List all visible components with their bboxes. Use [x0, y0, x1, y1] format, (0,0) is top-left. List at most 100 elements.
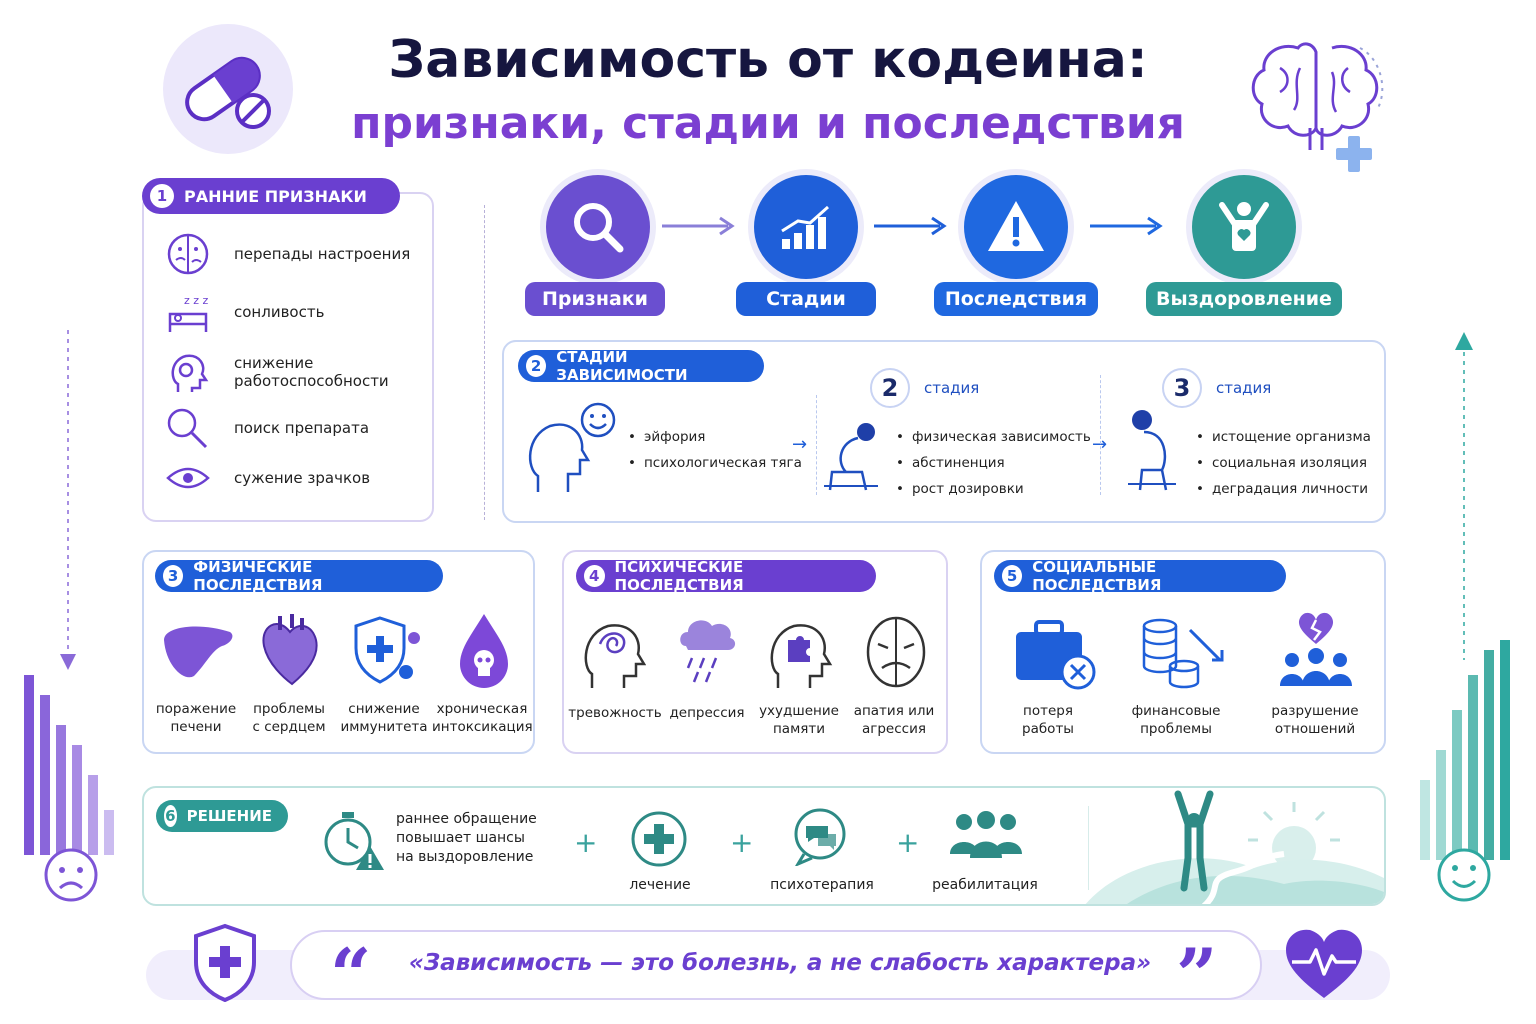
caption-line: снижение: [348, 701, 420, 717]
caption-line: интоксикация: [432, 719, 533, 735]
rain-cloud-icon: [680, 620, 736, 683]
divider: [484, 205, 485, 520]
toxic-drop-icon: [460, 614, 508, 688]
arrow-right-icon: [662, 216, 735, 236]
text-line: повышает шансы: [396, 830, 525, 846]
arrow-right-icon: [874, 216, 947, 236]
shield-cross-icon: [194, 923, 256, 1002]
sleep-bed-icon: z z z: [168, 294, 209, 332]
stage-bullet: физическая зависимость: [896, 424, 1091, 450]
flow-step-label: Последствия: [934, 282, 1098, 316]
caption-line: памяти: [772, 721, 826, 737]
heart-organ-icon: [262, 614, 318, 686]
social-tag: 5 СОЦИАЛЬНЫЕ ПОСЛЕДСТВИЯ: [994, 558, 1286, 594]
mental-caption: апатия или агрессия: [846, 702, 942, 738]
caption-line: агрессия: [862, 721, 926, 737]
pill-icon: [185, 56, 271, 129]
caption-line: апатия или: [853, 703, 935, 719]
early-sign-item: сужение зрачков: [164, 458, 434, 498]
close-quote-mark: ”: [1176, 932, 1218, 1017]
text-line: на выздоровление: [396, 849, 534, 865]
caption-line: с сердцем: [252, 719, 326, 735]
brain-icon: [1251, 42, 1384, 172]
solution-tag: 6 РЕШЕНИЕ: [156, 800, 288, 832]
stage-3-header: 3 стадия: [1162, 368, 1271, 408]
early-sign-label: сужение зрачков: [234, 469, 371, 487]
caption-line: печени: [170, 719, 222, 735]
stage3-bullets: истощение организма социальная изоляция …: [1196, 424, 1371, 502]
section-number: 6: [164, 805, 177, 827]
solution-item-label: лечение: [629, 877, 691, 893]
caption-line: проблемы: [1140, 721, 1212, 737]
caption-line: хроническая: [436, 701, 528, 717]
open-quote-mark: “: [330, 932, 372, 1017]
early-sign-label: перепады настроения: [234, 245, 411, 263]
physical-tag: 3 ФИЗИЧЕСКИЕ ПОСЛЕДСТВИЯ: [155, 558, 443, 594]
page-title: Зависимость от кодеина:: [388, 30, 1148, 90]
stage2-bullets: физическая зависимость абстиненция рост …: [896, 424, 1091, 502]
quote-text: «Зависимость — это болезнь, а не слабост…: [408, 950, 1152, 976]
page-subtitle: признаки, стадии и последствия: [351, 98, 1185, 149]
stage-divider: [1100, 375, 1101, 495]
early-help-text: раннее обращение повышает шансы на выздо…: [396, 810, 537, 867]
decline-bars-decoration: [24, 330, 114, 902]
early-sign-item: снижение работоспособности: [164, 348, 434, 396]
early-sign-label: снижение работоспособности: [234, 354, 389, 390]
early-sign-item: z z z сонливость: [164, 288, 434, 336]
pill-logo: [163, 24, 293, 154]
stage-bullet: рост дозировки: [896, 476, 1091, 502]
mental-caption: тревожность: [568, 704, 662, 722]
caption-line: тревожность: [568, 705, 662, 721]
stage-bullet: абстиненция: [896, 450, 1091, 476]
stage1-bullets: эйфория психологическая тяга: [628, 424, 802, 476]
caption-line: поражение: [155, 701, 237, 717]
euphoric-head-icon: [528, 402, 616, 492]
section-number: 5: [1002, 565, 1023, 587]
stage-word: стадия: [1216, 379, 1272, 397]
search-icon: [167, 408, 208, 449]
stages-tag: 2 СТАДИИ ЗАВИСИМОСТИ: [518, 348, 764, 384]
mask-face-icon: [866, 616, 926, 688]
stage-number: 2: [870, 368, 910, 408]
warning-icon: [988, 201, 1044, 251]
plus-sign: +: [730, 826, 754, 859]
stage-bullet: психологическая тяга: [628, 450, 802, 476]
caption-line: финансовые: [1131, 703, 1221, 719]
caption-line: депрессия: [669, 705, 745, 721]
slumped-person-icon: [824, 423, 878, 491]
stage-divider: [816, 395, 817, 495]
early-sign-label: поиск препарата: [234, 419, 370, 437]
physical-caption: проблемы с сердцем: [246, 700, 332, 736]
svg-text:z z z: z z z: [184, 294, 209, 307]
stage-bullet: социальная изоляция: [1196, 450, 1371, 476]
mental-tag: 4 ПСИХИЧЕСКИЕ ПОСЛЕДСТВИЯ: [576, 558, 876, 594]
recovery-person-icon: [1219, 202, 1269, 251]
section-number: 1: [150, 184, 174, 208]
social-caption: финансовые проблемы: [1124, 702, 1228, 738]
anxiety-head-icon: [584, 624, 646, 688]
flow-step-label: Выздоровление: [1146, 282, 1342, 316]
heartbeat-icon: [1286, 929, 1362, 998]
chat-bubbles-icon: [794, 808, 846, 866]
section-title: ПСИХИЧЕСКИЕ ПОСЛЕДСТВИЯ: [614, 558, 744, 594]
coins-decline-icon: [1142, 618, 1224, 689]
quote-box: [290, 930, 1262, 1000]
stage-word: стадия: [924, 379, 980, 397]
early-signs-tag: 1 РАННИЕ ПРИЗНАКИ: [142, 178, 400, 214]
caption-line: потеря: [1023, 703, 1073, 719]
early-sign-item: поиск препарата: [164, 406, 434, 450]
section-title: ФИЗИЧЕСКИЕ ПОСЛЕДСТВИЯ: [193, 558, 323, 594]
caption-line: проблемы: [253, 701, 325, 717]
eye-icon: [166, 467, 210, 489]
seated-person-icon: [1128, 410, 1176, 491]
flow-step-circle: [754, 175, 858, 279]
section-number: 4: [584, 565, 605, 587]
immunity-shield-icon: [354, 616, 420, 684]
section-title: РАННИЕ ПРИЗНАКИ: [184, 186, 367, 206]
flow-step-label: Признаки: [525, 282, 665, 316]
section-title: СТАДИИ ЗАВИСИМОСТИ: [556, 348, 688, 384]
section-number: 3: [163, 565, 184, 587]
support-group-icon: [950, 811, 1022, 858]
growth-chart-icon: [781, 205, 829, 249]
